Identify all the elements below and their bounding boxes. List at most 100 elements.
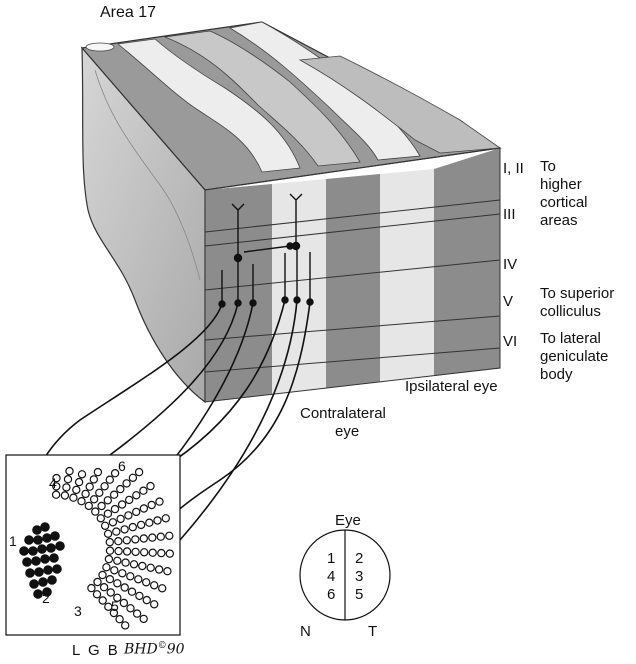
lgb-parvo-cell xyxy=(113,556,122,566)
lgb-magno-cell xyxy=(49,553,59,563)
lgb-parvo-cell xyxy=(119,598,129,608)
lgb-parvo-cell xyxy=(139,614,148,624)
lgb-parvo-cell xyxy=(100,482,109,491)
lgb-parvo-cell xyxy=(157,584,167,593)
lgb-magno-cell xyxy=(31,556,41,566)
lgb-parvo-cell xyxy=(113,593,122,603)
artist-signature: BHD©90 xyxy=(124,641,185,658)
lgb-parvo-cell xyxy=(96,514,106,523)
lgb-magno-cell xyxy=(42,587,52,597)
contralateral-eye-label-line1: Contralateral xyxy=(300,405,386,422)
lgb-parvo-cell xyxy=(63,475,73,484)
layer-label-iv: IV xyxy=(503,256,518,273)
layer-label-v: V xyxy=(503,293,514,310)
lgb-parvo-cell xyxy=(110,504,120,514)
lgb-parvo-cell xyxy=(126,572,135,581)
lgb-parvo-cell xyxy=(109,608,119,618)
lgb-magno-cell xyxy=(22,557,32,567)
lgb-magno-cell xyxy=(33,589,43,599)
lgb-parvo-cell xyxy=(165,531,174,541)
lgb-parvo-cell xyxy=(95,488,104,497)
lgb-parvo-cell xyxy=(115,615,124,624)
eye-inset xyxy=(299,529,391,621)
lgb-parvo-cell xyxy=(92,590,102,599)
lgb-parvo-cell xyxy=(114,537,123,546)
lgb-parvo-cell xyxy=(105,575,115,584)
lgb-parvo-cell xyxy=(155,497,164,506)
contralateral-eye-label-line2: eye xyxy=(335,423,360,440)
lgb-magno-cell xyxy=(25,568,35,578)
lgb-parvo-cell xyxy=(114,546,123,556)
lgb-parvo-cell xyxy=(131,547,140,557)
eye-right-2: 2 xyxy=(355,550,364,567)
lgb-parvo-cell xyxy=(157,548,166,558)
projection-lateral-line2: geniculate xyxy=(540,348,609,365)
lgb-parvo-cell xyxy=(156,532,165,541)
lgb-parvo-cell xyxy=(97,501,106,511)
layer-label-i-ii: I, II xyxy=(503,160,524,177)
lgb-parvo-cell xyxy=(149,581,159,590)
projection-lateral-line1: To lateral xyxy=(540,330,601,347)
lgb-parvo-cell xyxy=(52,482,61,491)
lgb-magno-cell xyxy=(29,579,39,589)
lgb-cell-layers xyxy=(19,466,174,630)
lgb-magno-cell xyxy=(32,525,42,535)
lgb-parvo-cell xyxy=(93,467,103,477)
lgb-layer-1: 1 xyxy=(9,533,17,549)
lgb-parvo-cell xyxy=(108,518,118,527)
lgb-parvo-cell xyxy=(139,504,149,513)
lgb-parvo-cell xyxy=(132,491,141,500)
eye-right-3: 3 xyxy=(355,568,364,585)
lgb-parvo-cell xyxy=(105,546,115,555)
lgb-parvo-cell xyxy=(134,575,143,584)
lgb-parvo-cell xyxy=(72,485,81,495)
block-left-face xyxy=(81,46,206,404)
lgb-parvo-cell xyxy=(124,495,134,505)
lgb-parvo-cell xyxy=(142,595,151,605)
lgb-parvo-cell xyxy=(149,600,159,609)
lgb-parvo-cell xyxy=(138,561,147,571)
lgb-parvo-cell xyxy=(118,569,127,578)
lgb-parvo-cell xyxy=(103,509,113,518)
lgb-magno-cell xyxy=(34,567,44,577)
projection-higher-line4: areas xyxy=(540,212,578,229)
lgb-parvo-cell xyxy=(65,466,74,476)
lgb-parvo-cell xyxy=(154,565,164,574)
lgb-parvo-cell xyxy=(51,490,61,499)
lgb-magno-cell xyxy=(19,546,29,556)
lgb-parvo-cell xyxy=(148,548,157,557)
lgb-parvo-cell xyxy=(131,535,140,544)
lgb-layer-2: 2 xyxy=(42,590,50,606)
lgb-parvo-cell xyxy=(136,520,146,530)
lgb-parvo-cell xyxy=(77,497,86,506)
lgb-parvo-cell xyxy=(116,514,125,524)
eye-temporal-label: T xyxy=(368,623,378,640)
lgb-parvo-cell xyxy=(91,507,100,516)
lgb-parvo-cell xyxy=(100,521,110,531)
lgb-parvo-cell xyxy=(121,558,130,567)
lgb-layer-4: 4 xyxy=(49,475,57,491)
layer-label-vi: VI xyxy=(503,333,518,350)
lgb-parvo-cell xyxy=(117,500,127,509)
lgb-parvo-cell xyxy=(129,560,139,569)
lgb-magno-cell xyxy=(37,544,47,554)
lgb-parvo-cell xyxy=(77,470,87,479)
lgb-parvo-cell xyxy=(127,587,137,596)
lgb-parvo-cell xyxy=(113,579,122,588)
area-17-title: Area 17 xyxy=(100,4,157,21)
lgb-parvo-cell xyxy=(60,491,70,500)
lgb-parvo-cell xyxy=(141,578,151,587)
lgb-magno-cell xyxy=(33,535,43,545)
lgb-parvo-cell xyxy=(146,563,155,573)
projection-superior-line1: To superior xyxy=(540,285,615,302)
lgb-magno-cell xyxy=(46,543,56,553)
lgb-parvo-cell xyxy=(134,467,144,477)
lgb-parvo-cell xyxy=(139,486,148,495)
lgb-parvo-cell xyxy=(116,484,125,494)
lgb-parvo-cell xyxy=(128,473,138,482)
eye-inset-title: Eye xyxy=(335,512,361,529)
lgb-parvo-cell xyxy=(122,479,131,488)
lgb-parvo-cell xyxy=(98,596,107,605)
projection-higher-line2: higher xyxy=(540,176,582,193)
lgb-parvo-cell xyxy=(89,475,99,484)
